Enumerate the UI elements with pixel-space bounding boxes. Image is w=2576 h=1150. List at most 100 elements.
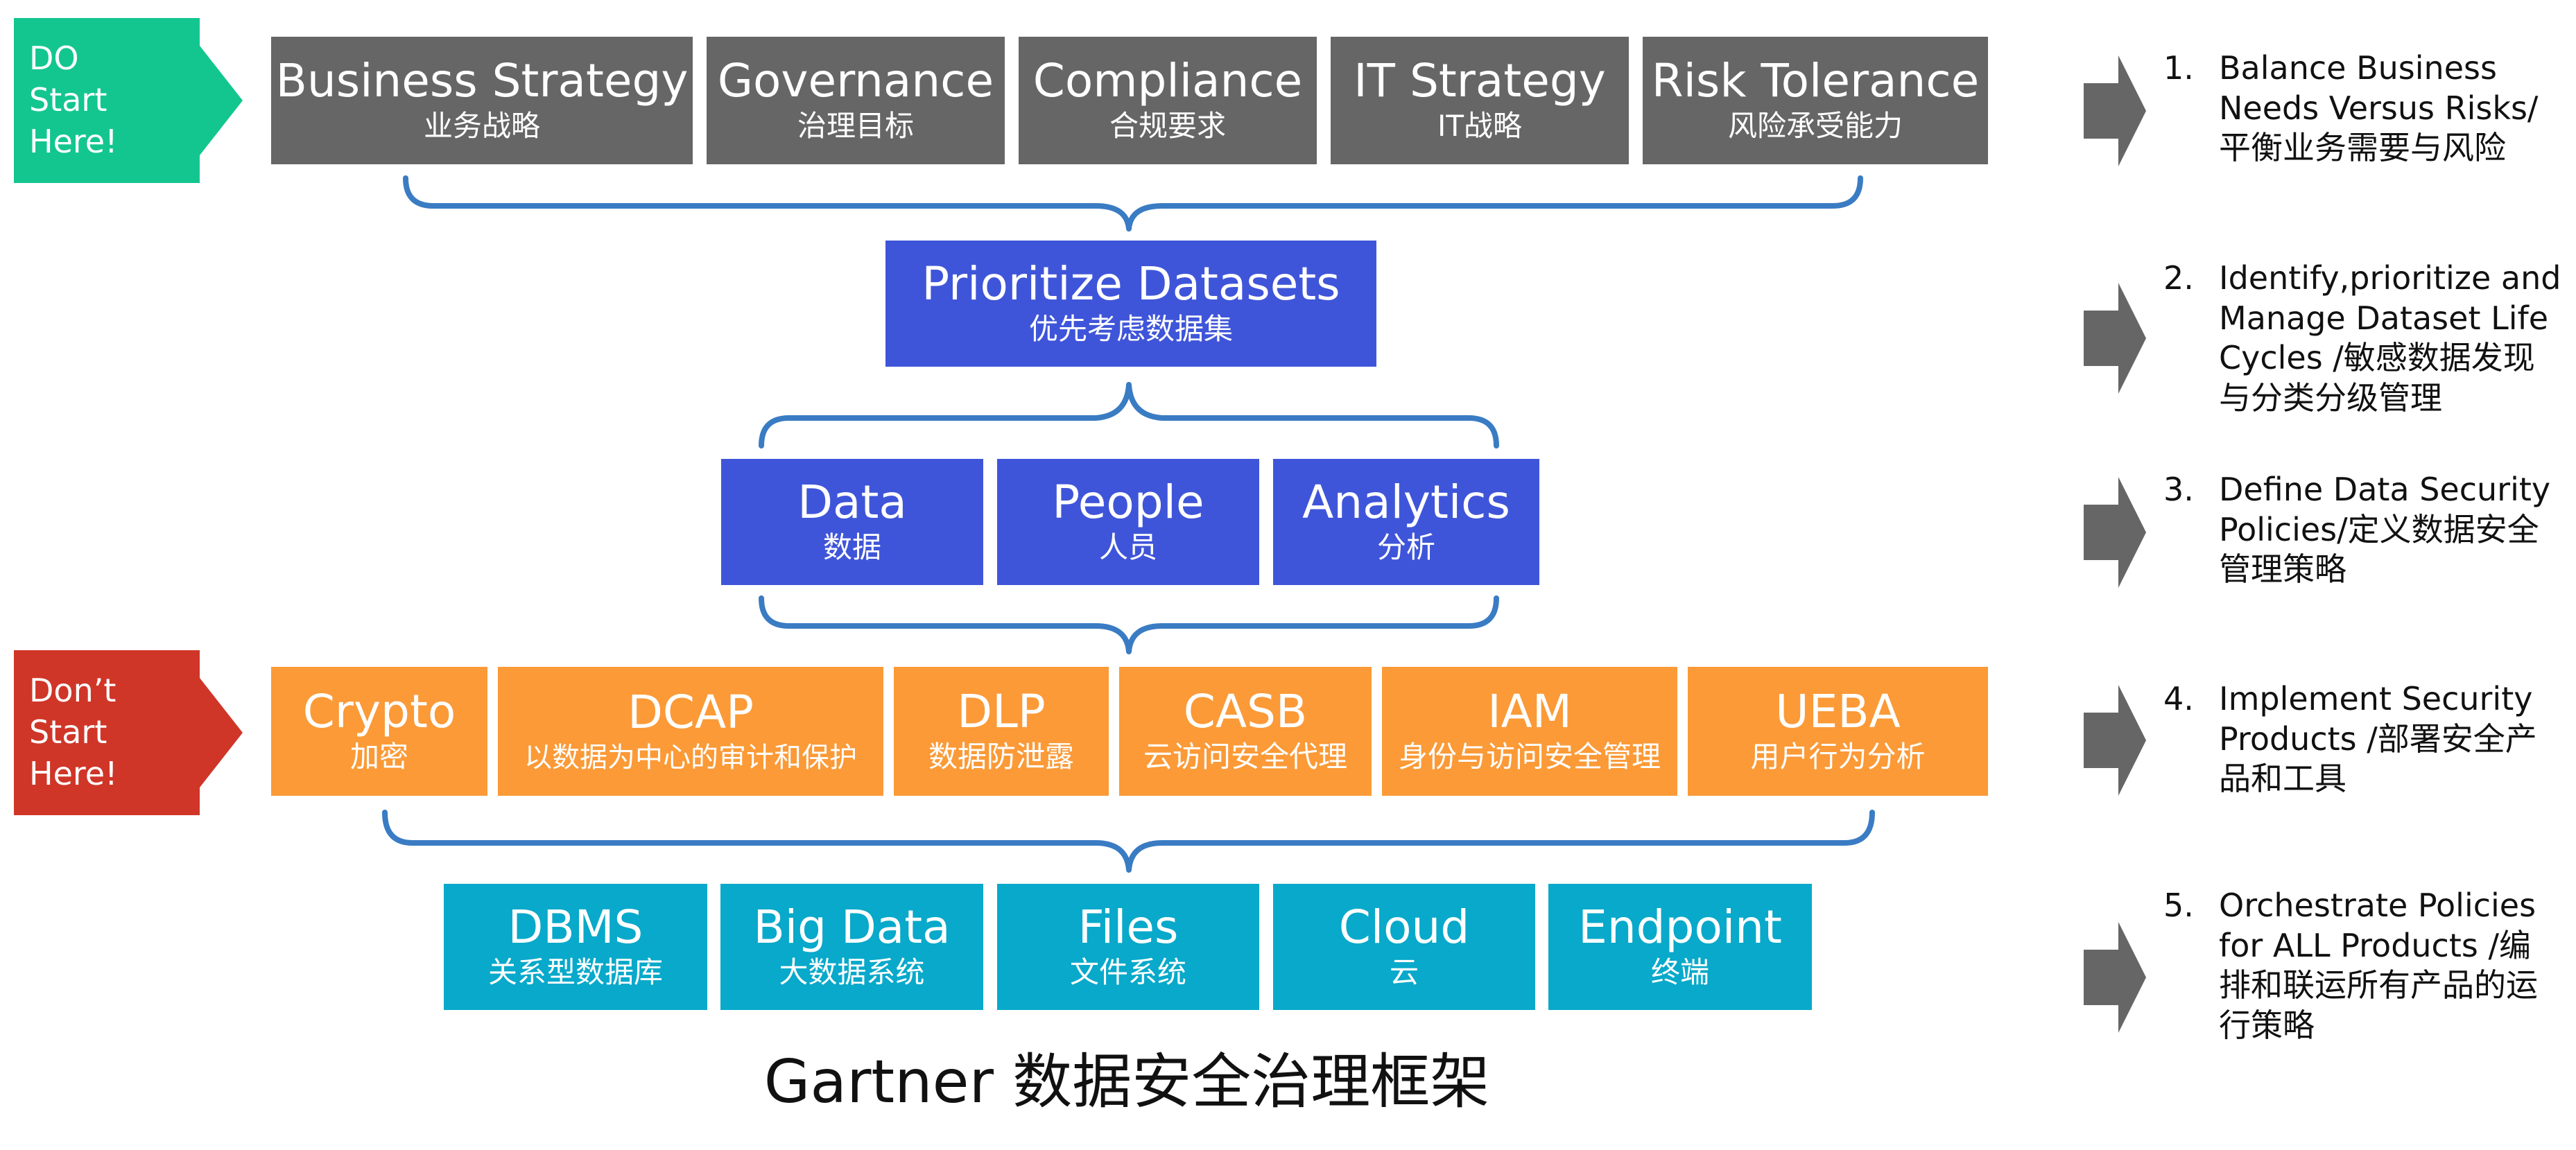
do-start-line-2: Start — [29, 81, 107, 119]
analytics-label: Analytics — [1302, 476, 1510, 530]
dont-start-line-1: Don’t — [29, 672, 116, 710]
bracket-row4-to-row5 — [382, 810, 1875, 873]
dont-start-line-2: Start — [29, 713, 107, 751]
ueba-label-zh: 用户行为分析 — [1750, 740, 1926, 774]
it-strategy-box: IT Strategy IT战略 — [1331, 37, 1629, 164]
dcap-box: DCAP 以数据为中心的审计和保护 — [498, 667, 883, 796]
casb-label: CASB — [1183, 685, 1308, 739]
iam-label-zh: 身份与访问安全管理 — [1398, 740, 1661, 774]
dont-start-callout: Don’t Start Here! — [14, 650, 200, 815]
people-box: People 人员 — [997, 459, 1259, 585]
compliance-label: Compliance — [1032, 54, 1303, 108]
dbms-label: DBMS — [508, 900, 643, 955]
step-2-line-1: Identify,prioritize and — [2219, 259, 2561, 297]
big-data-box: Big Data 大数据系统 — [720, 884, 983, 1010]
bracket-row1-to-row2 — [403, 175, 1863, 232]
analytics-box: Analytics 分析 — [1273, 459, 1539, 585]
compliance-box: Compliance 合规要求 — [1019, 37, 1317, 164]
step-4-arrow-icon — [2084, 685, 2146, 796]
step-4-line-2: Products /部署安全产 — [2219, 720, 2537, 758]
step-3-line-1: Define Data Security — [2219, 471, 2551, 508]
step-3-line-3: 管理策略 — [2219, 550, 2346, 588]
step-4-line-1: Implement Security — [2219, 680, 2533, 717]
bracket-row2-to-row3 — [759, 382, 1132, 448]
step-2-arrow-icon — [2084, 283, 2146, 394]
step-3-number: 3. — [2163, 471, 2194, 508]
crypto-label-zh: 加密 — [349, 740, 408, 774]
step-5-number: 5. — [2163, 887, 2194, 924]
data-label-zh: 数据 — [822, 530, 881, 565]
compliance-label-zh: 合规要求 — [1109, 109, 1226, 143]
business-strategy-label: Business Strategy — [275, 54, 689, 108]
cloud-box: Cloud 云 — [1273, 884, 1535, 1010]
do-start-line-1: DO — [29, 40, 79, 78]
risk-tolerance-box: Risk Tolerance 风险承受能力 — [1643, 37, 1988, 164]
dbms-label-zh: 关系型数据库 — [487, 955, 663, 990]
data-box: Data 数据 — [721, 459, 983, 585]
step-4-number: 4. — [2163, 680, 2194, 717]
endpoint-label: Endpoint — [1578, 900, 1782, 955]
endpoint-box: Endpoint 终端 — [1548, 884, 1812, 1010]
governance-box: Governance 治理目标 — [707, 37, 1005, 164]
step-4-line-3: 品和工具 — [2219, 760, 2346, 797]
iam-box: IAM 身份与访问安全管理 — [1382, 667, 1677, 796]
step-5-arrow-icon — [2084, 922, 2146, 1033]
governance-label: Governance — [717, 54, 994, 108]
step-5-line-4: 行策略 — [2219, 1006, 2315, 1044]
step-5-line-2: for ALL Products /编 — [2219, 926, 2531, 964]
step-3-line-2: Policies/定义数据安全 — [2219, 510, 2539, 548]
dlp-label: DLP — [957, 685, 1046, 739]
prioritize-datasets-box: Prioritize Datasets 优先考虑数据集 — [885, 241, 1376, 367]
dont-start-line-3: Here! — [29, 754, 118, 792]
files-box: Files 文件系统 — [997, 884, 1259, 1010]
step-1-number: 1. — [2163, 49, 2194, 87]
cloud-label-zh: 云 — [1389, 955, 1419, 990]
step-3-arrow-icon — [2084, 477, 2146, 588]
prioritize-datasets-label-zh: 优先考虑数据集 — [1028, 312, 1233, 347]
do-start-arrow-shape — [14, 18, 243, 183]
step-2-line-3: Cycles /敏感数据发现 — [2219, 339, 2535, 376]
do-start-line-3: Here! — [29, 122, 118, 160]
bracket-row2-to-row3-right — [1126, 382, 1499, 448]
step-1-arrow-icon — [2084, 55, 2146, 166]
casb-label-zh: 云访问安全代理 — [1143, 740, 1347, 774]
step-2-number: 2. — [2163, 259, 2194, 297]
ueba-label: UEBA — [1775, 685, 1901, 739]
risk-tolerance-label-zh: 风险承受能力 — [1727, 109, 1903, 143]
iam-label: IAM — [1487, 685, 1572, 739]
dbms-box: DBMS 关系型数据库 — [444, 884, 707, 1010]
people-label-zh: 人员 — [1098, 530, 1157, 565]
step-1-line-2: Needs Versus Risks/ — [2219, 89, 2539, 127]
data-label: Data — [797, 476, 907, 530]
endpoint-label-zh: 终端 — [1650, 955, 1709, 990]
step-1-line-1: Balance Business — [2219, 49, 2497, 87]
files-label: Files — [1078, 900, 1179, 955]
step-2-line-4: 与分类分级管理 — [2219, 378, 2442, 417]
crypto-label: Crypto — [302, 685, 456, 739]
step-5-line-1: Orchestrate Policies — [2219, 887, 2536, 924]
dont-start-arrow-shape — [14, 650, 243, 815]
bracket-row3-to-row4 — [759, 595, 1499, 654]
diagram-title: Gartner 数据安全治理框架 — [763, 1047, 1490, 1117]
big-data-label: Big Data — [753, 900, 951, 955]
prioritize-datasets-label: Prioritize Datasets — [922, 257, 1340, 311]
dcap-label: DCAP — [628, 686, 754, 740]
step-1-line-3: 平衡业务需要与风险 — [2219, 129, 2506, 166]
files-label-zh: 文件系统 — [1069, 955, 1186, 990]
it-strategy-label-zh: IT战略 — [1437, 109, 1523, 143]
people-label: People — [1052, 476, 1204, 530]
do-start-callout: DO Start Here! — [14, 18, 200, 183]
casb-box: CASB 云访问安全代理 — [1119, 667, 1372, 796]
dcap-label-zh: 以数据为中心的审计和保护 — [524, 741, 857, 774]
ueba-box: UEBA 用户行为分析 — [1688, 667, 1988, 796]
analytics-label-zh: 分析 — [1376, 530, 1435, 565]
risk-tolerance-label: Risk Tolerance — [1651, 54, 1980, 108]
business-strategy-box: Business Strategy 业务战略 — [271, 37, 693, 164]
crypto-box: Crypto 加密 — [271, 667, 487, 796]
cloud-label: Cloud — [1338, 900, 1470, 955]
step-5-line-3: 排和联运所有产品的运 — [2219, 966, 2538, 1004]
governance-label-zh: 治理目标 — [797, 109, 914, 143]
it-strategy-label: IT Strategy — [1354, 54, 1606, 108]
big-data-label-zh: 大数据系统 — [779, 955, 925, 990]
